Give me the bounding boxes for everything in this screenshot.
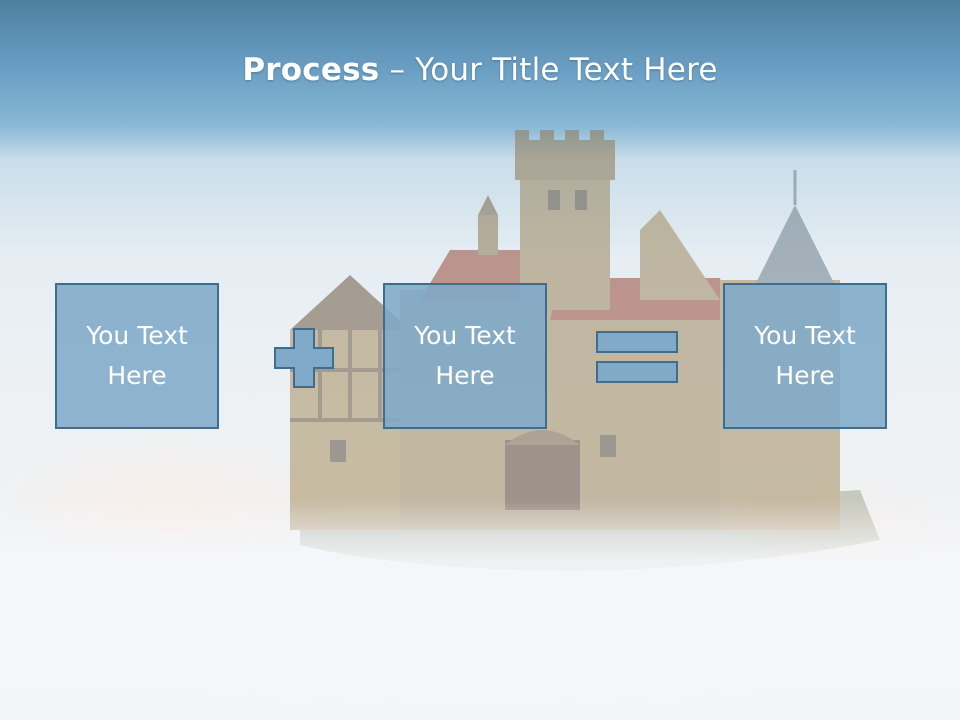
slide-title: Process – Your Title Text Here — [0, 52, 960, 88]
plus-icon — [274, 328, 334, 388]
text-box-1[interactable]: You Text Here — [55, 283, 219, 429]
text-box-3-label: You Text Here — [754, 321, 856, 390]
text-box-3[interactable]: You Text Here — [723, 283, 887, 429]
text-box-2[interactable]: You Text Here — [383, 283, 547, 429]
text-box-2-label: You Text Here — [414, 321, 516, 390]
title-rest: – Your Title Text Here — [379, 52, 718, 88]
title-bold: Process — [242, 52, 380, 88]
text-box-1-label: You Text Here — [86, 321, 188, 390]
equals-icon — [596, 331, 678, 383]
